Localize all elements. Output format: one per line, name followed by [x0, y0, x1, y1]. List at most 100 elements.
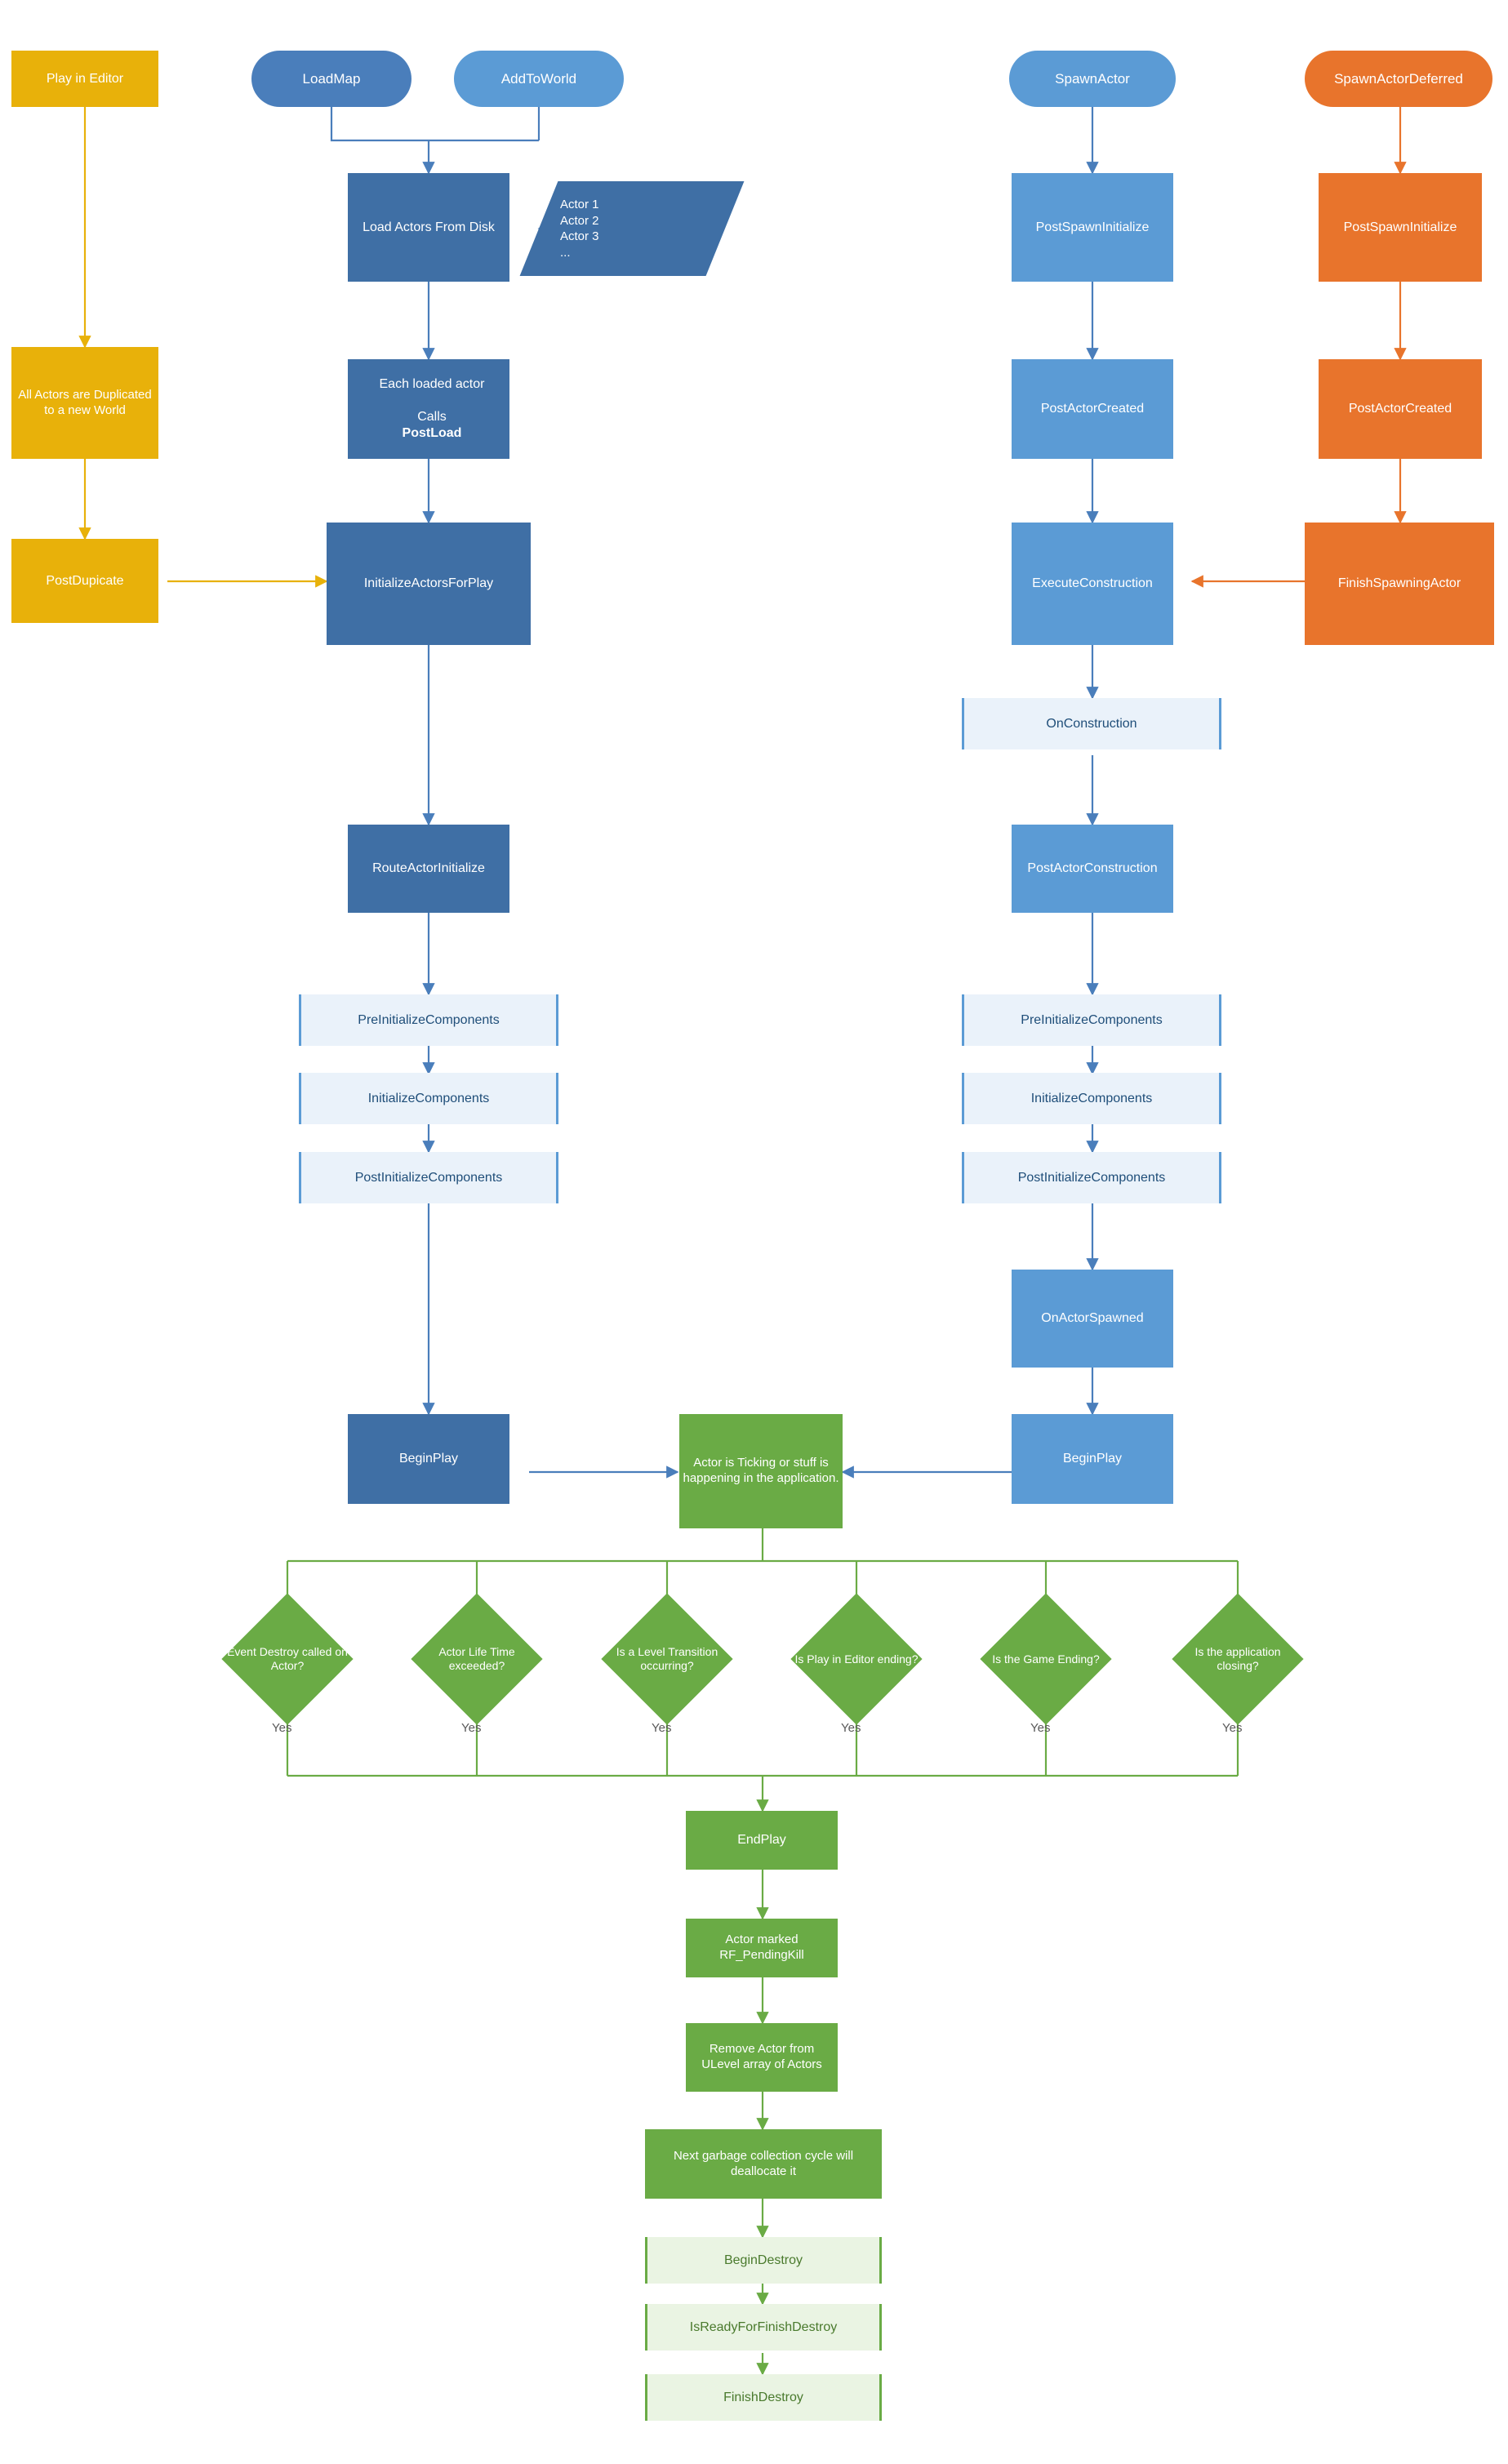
node-each-loaded-actor-postload[interactable]: Each loaded actor Calls PostLoad: [348, 359, 509, 459]
decision-label: Actor Life Time exceeded?: [438, 1645, 515, 1672]
node-label: InitializeActorsForPlay: [363, 576, 494, 590]
actor-list-line-2: Actor 2: [560, 213, 599, 228]
yes-text: Yes: [1222, 1721, 1243, 1735]
node-label: PreInitializeComponents: [358, 1012, 500, 1027]
node-label: FinishSpawningActor: [1337, 576, 1461, 590]
node-begin-destroy[interactable]: BeginDestroy: [645, 2237, 882, 2284]
yes-label-life-time: Yes: [461, 1721, 481, 1735]
yes-text: Yes: [841, 1721, 861, 1735]
node-left-initialize-components[interactable]: InitializeComponents: [299, 1073, 558, 1124]
yes-label-pie-ending: Yes: [841, 1721, 861, 1735]
yes-label-event-destroy: Yes: [272, 1721, 291, 1735]
yes-label-level-transition: Yes: [652, 1721, 671, 1735]
decision-label: Is Play in Editor ending?: [794, 1652, 919, 1666]
node-remove-actor-from-ulevel[interactable]: Remove Actor from ULevel array of Actors: [686, 2023, 838, 2092]
node-execute-construction[interactable]: ExecuteConstruction: [1012, 523, 1173, 645]
node-label: PostSpawnInitialize: [1035, 220, 1150, 234]
node-label: PostInitializeComponents: [1017, 1170, 1166, 1185]
node-label: SpawnActorDeferred: [1334, 70, 1463, 87]
node-post-actor-construction[interactable]: PostActorConstruction: [1012, 825, 1173, 913]
node-label: RouteActorInitialize: [372, 861, 485, 875]
decision-label: Event Destroy called on Actor?: [227, 1645, 348, 1672]
node-spawn-actor[interactable]: SpawnActor: [1009, 51, 1176, 107]
actor-list-line-4: ...: [560, 245, 571, 260]
node-initialize-actors-for-play[interactable]: InitializeActorsForPlay: [327, 523, 531, 645]
decision-label: Is the application closing?: [1194, 1645, 1281, 1672]
node-label: PostDupicate: [46, 573, 124, 588]
node-label: EndPlay: [737, 1833, 786, 1847]
node-label: PostInitializeComponents: [354, 1170, 503, 1185]
node-all-actors-duplicated[interactable]: All Actors are Duplicated to a new World: [11, 347, 158, 459]
node-left-post-initialize-components[interactable]: PostInitializeComponents: [299, 1152, 558, 1203]
decision-application-closing[interactable]: Is the application closing?: [1169, 1593, 1306, 1725]
node-finish-spawning-actor[interactable]: FinishSpawningActor: [1305, 523, 1494, 645]
node-right-initialize-components[interactable]: InitializeComponents: [962, 1073, 1221, 1124]
node-label: PostActorCreated: [1040, 402, 1145, 416]
yes-label-app-closing: Yes: [1222, 1721, 1242, 1735]
actor-list-line-1: Actor 1: [560, 198, 599, 211]
node-load-actors-from-disk[interactable]: Load Actors From Disk: [348, 173, 509, 282]
node-label: ExecuteConstruction: [1032, 576, 1153, 590]
decision-game-ending[interactable]: Is the Game Ending?: [977, 1593, 1114, 1725]
yes-text: Yes: [652, 1721, 672, 1735]
node-label: OnConstruction: [1046, 716, 1137, 731]
postload-line-2-prefix: Calls: [417, 410, 447, 424]
node-label: OnActorSpawned: [1041, 1311, 1144, 1325]
node-actor-ticking[interactable]: Actor is Ticking or stuff is happening i…: [679, 1414, 843, 1528]
node-post-actor-created[interactable]: PostActorCreated: [1012, 359, 1173, 459]
node-right-begin-play[interactable]: BeginPlay: [1012, 1414, 1173, 1504]
node-label: PreInitializeComponents: [1021, 1012, 1163, 1027]
node-label: InitializeComponents: [1030, 1091, 1153, 1105]
decision-label: Is a Level Transition occurring?: [616, 1645, 718, 1672]
node-route-actor-initialize[interactable]: RouteActorInitialize: [348, 825, 509, 913]
postload-bold: PostLoad: [402, 426, 462, 440]
node-label: Next garbage collection cycle will deall…: [673, 2148, 854, 2178]
node-garbage-collection[interactable]: Next garbage collection cycle will deall…: [645, 2129, 882, 2199]
decision-level-transition[interactable]: Is a Level Transition occurring?: [598, 1593, 736, 1725]
node-label: PostActorCreated: [1348, 402, 1452, 416]
node-finish-destroy[interactable]: FinishDestroy: [645, 2374, 882, 2421]
node-left-pre-initialize-components[interactable]: PreInitializeComponents: [299, 994, 558, 1046]
node-label: IsReadyForFinishDestroy: [689, 2319, 838, 2334]
node-add-to-world[interactable]: AddToWorld: [454, 51, 624, 107]
yes-text: Yes: [272, 1721, 292, 1735]
actor-list-line-3: Actor 3: [560, 229, 599, 243]
node-label: PostActorConstruction: [1027, 861, 1158, 875]
node-right-post-initialize-components[interactable]: PostInitializeComponents: [962, 1152, 1221, 1203]
node-play-in-editor[interactable]: Play in Editor: [11, 51, 158, 107]
postload-line-1: Each loaded actor: [379, 377, 485, 391]
yes-label-game-ending: Yes: [1030, 1721, 1050, 1735]
node-label: LoadMap: [302, 70, 361, 87]
node-deferred-post-actor-created[interactable]: PostActorCreated: [1319, 359, 1482, 459]
node-right-pre-initialize-components[interactable]: PreInitializeComponents: [962, 994, 1221, 1046]
decision-play-in-editor-ending[interactable]: Is Play in Editor ending?: [788, 1593, 925, 1725]
node-actor-list: Actor 1 Actor 2 Actor 3 ...: [519, 181, 745, 276]
node-label: SpawnActor: [1055, 70, 1130, 87]
node-on-actor-spawned[interactable]: OnActorSpawned: [1012, 1270, 1173, 1368]
node-label: Actor is Ticking or stuff is happening i…: [683, 1456, 839, 1485]
node-label: InitializeComponents: [367, 1091, 490, 1105]
yes-text: Yes: [1030, 1721, 1051, 1735]
node-label: BeginDestroy: [723, 2253, 803, 2267]
node-label: BeginPlay: [1062, 1452, 1123, 1466]
node-left-begin-play[interactable]: BeginPlay: [348, 1414, 509, 1504]
node-load-map[interactable]: LoadMap: [251, 51, 411, 107]
decision-actor-life-time-exceeded[interactable]: Actor Life Time exceeded?: [408, 1593, 545, 1725]
node-label: PostSpawnInitialize: [1343, 220, 1457, 234]
node-is-ready-for-finish-destroy[interactable]: IsReadyForFinishDestroy: [645, 2304, 882, 2351]
node-label: Play in Editor: [46, 71, 124, 86]
node-post-duplicate[interactable]: PostDupicate: [11, 539, 158, 623]
node-actor-marked-pendingkill[interactable]: Actor marked RF_PendingKill: [686, 1919, 838, 1977]
node-deferred-post-spawn-initialize[interactable]: PostSpawnInitialize: [1319, 173, 1482, 282]
yes-text: Yes: [461, 1721, 482, 1735]
decision-event-destroy-called[interactable]: Event Destroy called on Actor?: [219, 1593, 356, 1725]
node-label: Load Actors From Disk: [363, 220, 495, 234]
node-on-construction[interactable]: OnConstruction: [962, 698, 1221, 749]
node-label: AddToWorld: [500, 70, 577, 87]
node-label: BeginPlay: [398, 1452, 459, 1466]
node-spawn-actor-deferred[interactable]: SpawnActorDeferred: [1305, 51, 1492, 107]
node-end-play[interactable]: EndPlay: [686, 1811, 838, 1870]
node-post-spawn-initialize[interactable]: PostSpawnInitialize: [1012, 173, 1173, 282]
decision-label: Is the Game Ending?: [992, 1652, 1100, 1666]
